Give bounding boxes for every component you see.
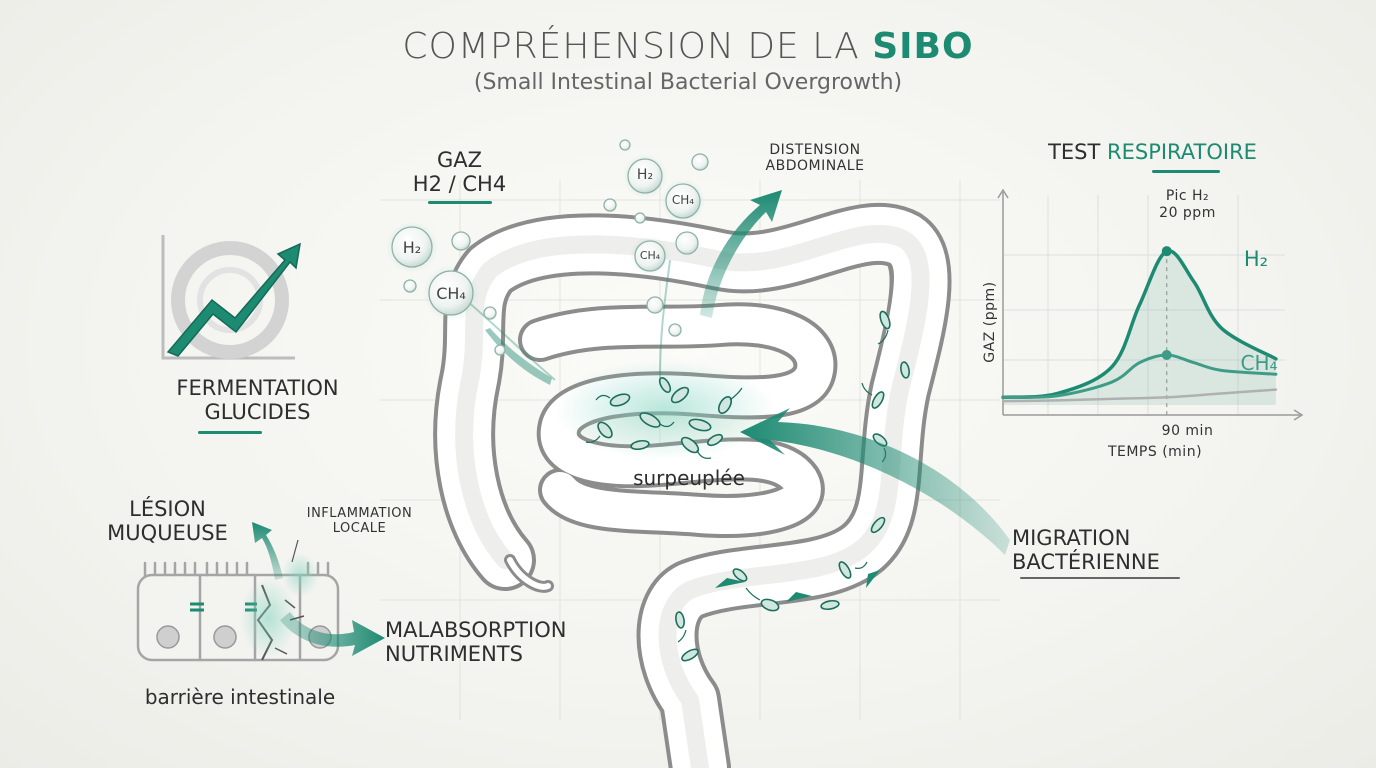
chart-title: TEST RESPIRATOIRE xyxy=(1025,140,1280,164)
page-title-accent: SIBO xyxy=(872,26,974,67)
bubble-ch4-label-3: CH₄ xyxy=(639,249,661,262)
x-axis-label: TEMPS (min) xyxy=(1107,444,1203,460)
peak-point-ch4 xyxy=(1161,350,1172,360)
gas-label-line2: H2 / CH4 xyxy=(412,172,507,197)
page-subtitle: (Small Intestinal Bacterial Overgrowth) xyxy=(473,70,903,95)
inflammation-line2: LOCALE xyxy=(332,520,387,536)
chart-title-accent: RESPIRATOIRE xyxy=(1107,140,1257,164)
distension-label: DISTENSION ABDOMINALE xyxy=(750,142,880,174)
migration-arrow xyxy=(740,408,1010,555)
peak-label-line2: 20 ppm xyxy=(1159,204,1216,221)
malabsorption-label: MALABSORPTION NUTRIMENTS xyxy=(385,618,595,666)
page-title: COMPRÉHENSION DE LA SIBO xyxy=(0,26,1376,67)
inflammation-pointer xyxy=(291,539,299,563)
fermentation-underline xyxy=(198,431,262,434)
y-axis-label: GAZ (ppm) xyxy=(981,281,998,363)
large-intestine xyxy=(433,202,952,768)
bacteria-flagella xyxy=(585,329,889,643)
distension-arrow xyxy=(700,190,782,318)
inflammation-line1: INFLAMMATION xyxy=(306,506,413,521)
legend-h2: H₂ xyxy=(1243,247,1269,271)
distension-line1: DISTENSION xyxy=(769,142,861,158)
bubble-ch4-label-2: CH₄ xyxy=(671,193,695,207)
chart-title-underline xyxy=(1152,170,1220,173)
lesion-line2: MUQUEUSE xyxy=(107,521,228,546)
legend-ch4: CH₄ xyxy=(1240,351,1278,375)
malabsorption-arrow xyxy=(280,612,385,656)
migration-line2: BACTÉRIENNE xyxy=(1012,550,1160,575)
chart-title-main: TEST xyxy=(1048,140,1107,164)
fermentation-line2: GLUCIDES xyxy=(204,400,311,425)
malabsorption-line2: NUTRIMENTS xyxy=(385,642,523,667)
series-line-h2 xyxy=(1001,249,1278,400)
gas-label: GAZ H2 / CH4 xyxy=(412,148,507,196)
peak-point-h2 xyxy=(1161,246,1172,257)
fermentation-line1: FERMENTATION xyxy=(176,376,339,400)
lesion-line1: LÉSION xyxy=(129,497,206,521)
bacteria-cluster xyxy=(597,310,910,662)
migration-label: MIGRATION BACTÉRIENNE xyxy=(1012,526,1192,574)
series-line-ch4 xyxy=(1001,353,1278,399)
fermentation-label: FERMENTATION GLUCIDES xyxy=(125,376,390,424)
inflammation-label: INFLAMMATION LOCALE xyxy=(292,506,427,537)
small-intestine xyxy=(518,302,838,538)
gas-label-line1: GAZ xyxy=(436,148,483,172)
page-title-main: COMPRÉHENSION DE LA xyxy=(402,26,873,67)
migration-flow-arrows xyxy=(715,570,880,602)
bacterial-overgrowth-glow xyxy=(555,360,775,460)
gas-bubbles xyxy=(386,139,709,356)
barrier-label: barrière intestinale xyxy=(144,685,336,709)
h2-area xyxy=(1003,250,1276,405)
bubble-h2-label: H₂ xyxy=(402,238,422,257)
peak-label-line1: Pic H₂ xyxy=(1165,188,1210,204)
bubble-ch4-label: CH₄ xyxy=(436,284,466,303)
breath-test-chart xyxy=(997,188,1304,421)
gas-label-underline xyxy=(428,201,492,204)
distension-line2: ABDOMINALE xyxy=(765,158,865,175)
peak-label: Pic H₂ 20 ppm xyxy=(1135,188,1240,222)
lesion-arrow xyxy=(252,522,283,580)
overpopulated-label: surpeuplée xyxy=(633,466,745,490)
series-line-baseline xyxy=(1001,388,1278,403)
fermentation-icon xyxy=(161,235,301,360)
bubble-h2-label-2: H₂ xyxy=(636,167,654,183)
intestinal-barrier xyxy=(136,553,340,662)
migration-line1: MIGRATION xyxy=(1012,526,1131,550)
lesion-label: LÉSION MUQUEUSE xyxy=(105,497,230,545)
x-tick-90: 90 min xyxy=(1161,423,1214,439)
migration-underline xyxy=(1020,577,1180,579)
malabsorption-line1: MALABSORPTION xyxy=(385,618,567,642)
